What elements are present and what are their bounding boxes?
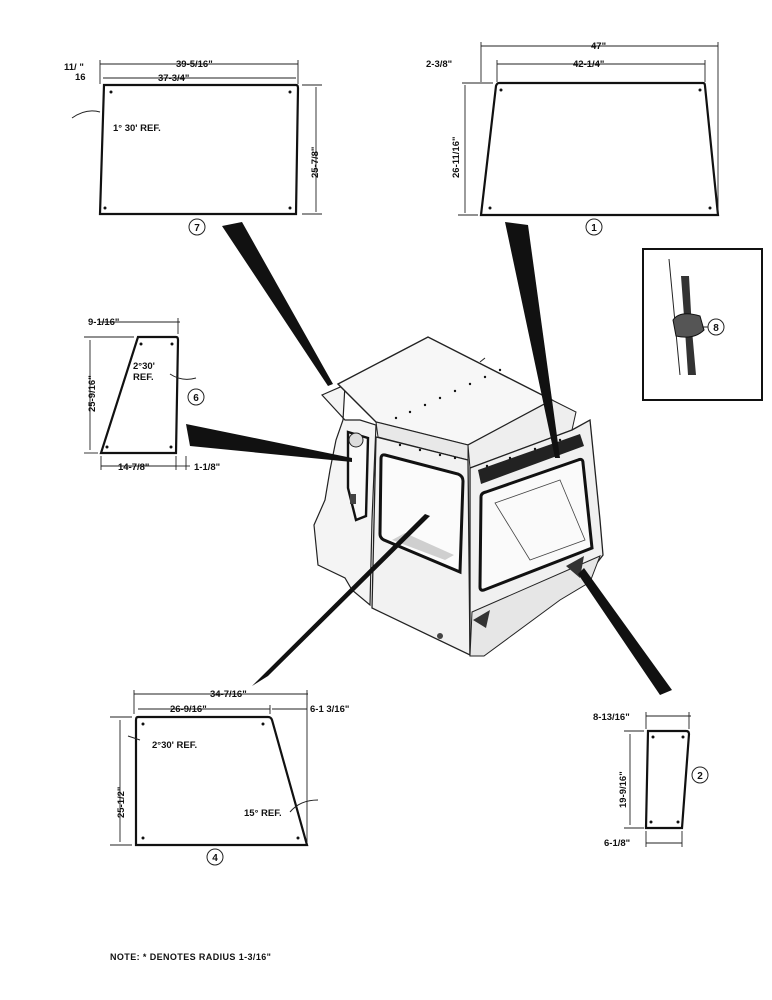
part-7-angle: 1° 30' REF. bbox=[113, 123, 161, 134]
part-2-height: 19-9/16" bbox=[618, 771, 629, 808]
part-7-width-inner: 37-3/4" bbox=[158, 73, 189, 84]
part-7-callout: 7 bbox=[194, 223, 200, 234]
part-1-glass: 47" 42-1/4" 2-3/8" 26-11/16" 1 bbox=[426, 41, 720, 236]
part-7-offset-bottom: 16 bbox=[75, 72, 86, 83]
part-6-glass: 9-1/16" 25-9/16" 14-7/8" 1-1/8" 2°30' RE… bbox=[84, 317, 220, 473]
part-2-width-bottom: 6-1/8" bbox=[604, 838, 630, 849]
part-1-offset: 2-3/8" bbox=[426, 59, 452, 70]
part-4-width-overall: 34-7/16" bbox=[210, 689, 247, 700]
part-4-width-top: 26-9/16" bbox=[170, 704, 207, 715]
part-7-offset-top: 11/ " bbox=[64, 62, 84, 73]
part-6-angle-line2: REF. bbox=[133, 372, 154, 383]
part-6-width-top: 9-1/16" bbox=[88, 317, 119, 328]
part-1-height: 26-11/16" bbox=[451, 137, 462, 178]
part-4-glass: 34-7/16" 26-9/16" 6-1 3/16" 25-1/2" 2°30… bbox=[110, 689, 349, 866]
part-1-width-top: 42-1/4" bbox=[573, 59, 604, 70]
part-8-callout: 8 bbox=[713, 323, 719, 334]
part-6-offset: 1-1/8" bbox=[194, 462, 220, 473]
part-7-height: 25-7/8" bbox=[310, 147, 321, 178]
part-4-angle-top: 2°30' REF. bbox=[152, 740, 197, 751]
part-4-height: 25-1/2" bbox=[116, 787, 127, 818]
radius-note: NOTE: * DENOTES RADIUS 1-3/16" bbox=[110, 952, 271, 962]
part-4-angle-bottom: 15° REF. bbox=[244, 808, 282, 819]
operator-cab-illustration bbox=[313, 336, 604, 657]
part-6-angle-line1: 2°30' bbox=[133, 361, 155, 372]
part-1-callout: 1 bbox=[591, 223, 597, 234]
part-4-callout: 4 bbox=[212, 853, 218, 864]
part-6-callout: 6 bbox=[193, 393, 199, 404]
part-2-glass: 8-13/16" 19-9/16" 6-1/8" 2 bbox=[593, 712, 709, 849]
part-2-width-top: 8-13/16" bbox=[593, 712, 630, 723]
part-8-seal-detail: 8 bbox=[642, 248, 763, 401]
part-6-height: 25-9/16" bbox=[87, 375, 98, 412]
part-6-width-bottom: 14-7/8" bbox=[118, 462, 149, 473]
part-7-glass: 39-5/16" 37-3/4" 11/ " 16 25-7/8" 1° 30'… bbox=[64, 59, 322, 236]
leader-wedges bbox=[186, 222, 672, 695]
part-7-width-overall: 39-5/16" bbox=[176, 59, 213, 70]
part-4-offset: 6-1 3/16" bbox=[310, 704, 349, 715]
part-2-callout: 2 bbox=[697, 771, 703, 782]
part-1-width-overall: 47" bbox=[591, 41, 606, 52]
